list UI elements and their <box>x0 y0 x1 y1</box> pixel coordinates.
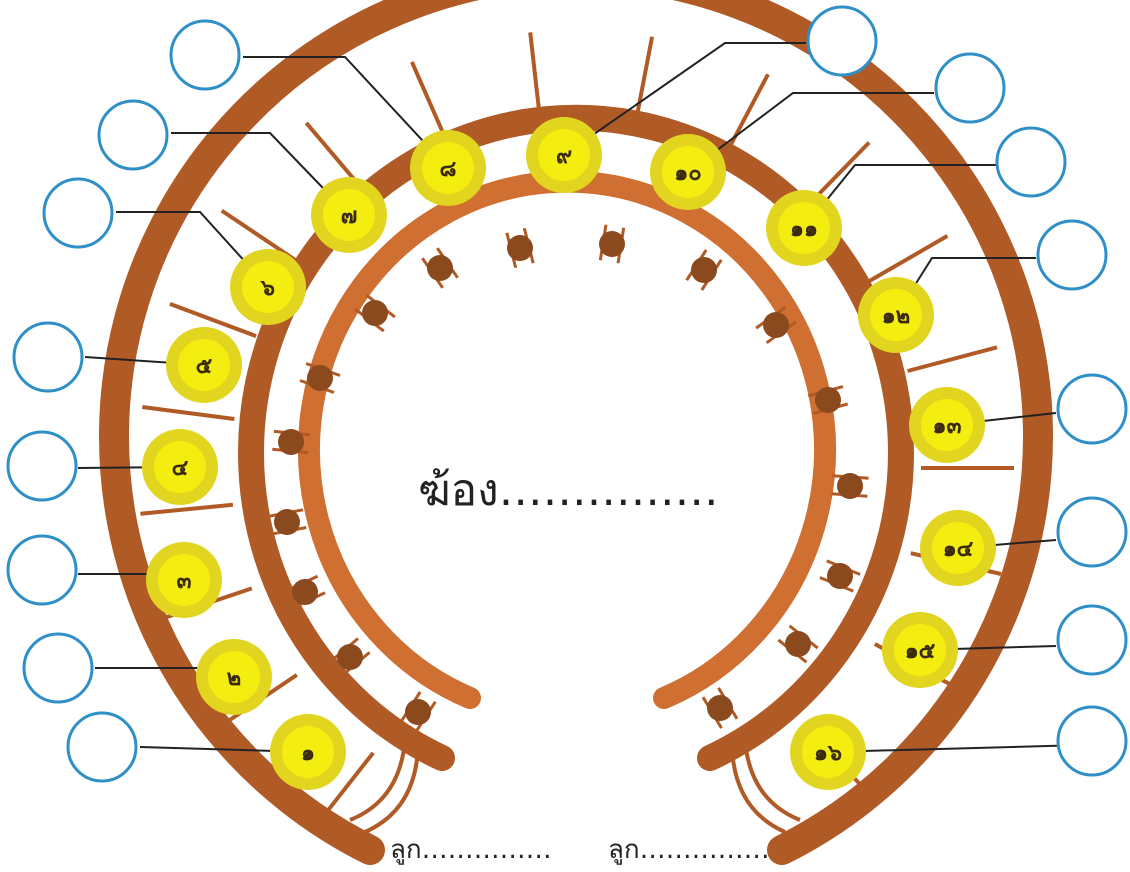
frame-spoke <box>633 36 655 122</box>
frame-knob <box>598 224 626 264</box>
answer-circle[interactable] <box>1056 496 1128 568</box>
gong-disc-number: ๙ <box>556 144 572 169</box>
answer-circle[interactable] <box>97 99 169 171</box>
frame-knob <box>819 559 861 593</box>
answer-circle[interactable] <box>1056 604 1128 676</box>
gong-disc: ๕ <box>166 327 242 403</box>
answer-circle[interactable] <box>12 321 84 393</box>
gong-disc-number: ๘ <box>440 157 457 182</box>
answer-circle[interactable] <box>1056 373 1128 445</box>
gong-disc-number: ๑๑ <box>790 217 818 242</box>
frame-spoke <box>410 61 449 143</box>
gong-disc-number: ๔ <box>172 456 189 481</box>
gong-disc: ๑๕ <box>882 612 958 688</box>
frame-spoke <box>169 302 257 338</box>
frame-knob <box>505 227 535 269</box>
frame-knob <box>354 293 396 333</box>
answer-circle[interactable] <box>995 126 1067 198</box>
leader-line <box>827 744 1085 753</box>
gong-disc: ๑๓ <box>909 387 985 463</box>
frame-knob <box>421 247 459 289</box>
diagram-title: ฆ้อง…………… <box>418 465 719 516</box>
frame-knob <box>685 249 723 291</box>
gong-disc: ๑ <box>270 714 346 790</box>
answer-circles[interactable] <box>6 5 1128 783</box>
gong-disc-number: ๒ <box>227 666 242 691</box>
frame-spoke <box>725 73 770 153</box>
gong-disc: ๓ <box>146 542 222 618</box>
right-foot-lines <box>730 739 801 834</box>
left-count-label: ลูก…………… <box>390 835 552 865</box>
gong-disc: ๗ <box>311 177 387 253</box>
frame-spoke <box>528 32 542 119</box>
gong-disc-number: ๑ <box>301 741 315 766</box>
frame-spoke <box>867 234 949 284</box>
frame-spoke <box>907 345 998 373</box>
gong-disc-number: ๑๕ <box>905 639 936 664</box>
gong-disc-number: ๗ <box>341 204 358 229</box>
answer-circle[interactable] <box>1036 219 1108 291</box>
frame-knob <box>299 362 341 394</box>
gong-disc: ๒ <box>196 639 272 715</box>
innermost-arc <box>298 170 836 709</box>
gong-disc-number: ๑๒ <box>882 304 910 329</box>
frame-knob <box>267 508 307 536</box>
gong-disc: ๑๐ <box>650 134 726 210</box>
frame-knob <box>399 691 437 733</box>
right-count-label: ลูก…………… <box>608 835 770 865</box>
frame-knob <box>831 473 869 499</box>
left-foot-lines <box>349 739 420 834</box>
frame-knob <box>777 624 819 664</box>
answer-circle[interactable] <box>66 711 138 783</box>
frame-knob <box>284 574 326 610</box>
gong-disc: ๖ <box>230 249 306 325</box>
answer-circle[interactable] <box>934 52 1006 124</box>
gong-disc: ๘ <box>410 130 486 206</box>
gong-disc-number: ๖ <box>260 276 275 301</box>
inner-frame <box>238 104 914 771</box>
frame-knob <box>272 429 310 455</box>
gong-disc: ๙ <box>526 117 602 193</box>
answer-circle[interactable] <box>22 632 94 704</box>
frame-knob <box>807 385 849 415</box>
answer-circle[interactable] <box>806 5 878 77</box>
frame-spoke <box>140 502 234 516</box>
gong-disc: ๑๔ <box>920 510 996 586</box>
frame-knob <box>701 687 739 729</box>
gong-disc: ๑๒ <box>858 277 934 353</box>
frame-knob <box>755 305 797 345</box>
answer-circle[interactable] <box>42 177 114 249</box>
answer-circle[interactable] <box>169 19 241 91</box>
gong-disc-number: ๑๔ <box>943 537 974 562</box>
gong-disc: ๑๑ <box>766 190 842 266</box>
leader-line <box>243 56 449 169</box>
gong-disc-number: ๑๓ <box>932 414 961 439</box>
leader-line <box>687 92 934 173</box>
gong-disc: ๔ <box>142 429 218 505</box>
frame-spoke <box>317 751 375 824</box>
gong-disc-number: ๑๖ <box>814 741 842 766</box>
gong-disc-number: ๓ <box>176 569 191 594</box>
gong-disc-number: ๑๐ <box>674 161 701 186</box>
frame-spoke <box>220 208 299 263</box>
answer-circle[interactable] <box>6 430 78 502</box>
gong-disc: ๑๖ <box>790 714 866 790</box>
answer-circle[interactable] <box>6 534 78 606</box>
frame-spoke <box>142 405 235 421</box>
gong-disc-number: ๕ <box>196 354 213 379</box>
frame-knobs <box>267 224 869 733</box>
leader-line <box>563 42 806 156</box>
frame-knob <box>329 637 371 677</box>
outer-frame <box>99 0 1053 865</box>
answer-circle[interactable] <box>1056 705 1128 777</box>
